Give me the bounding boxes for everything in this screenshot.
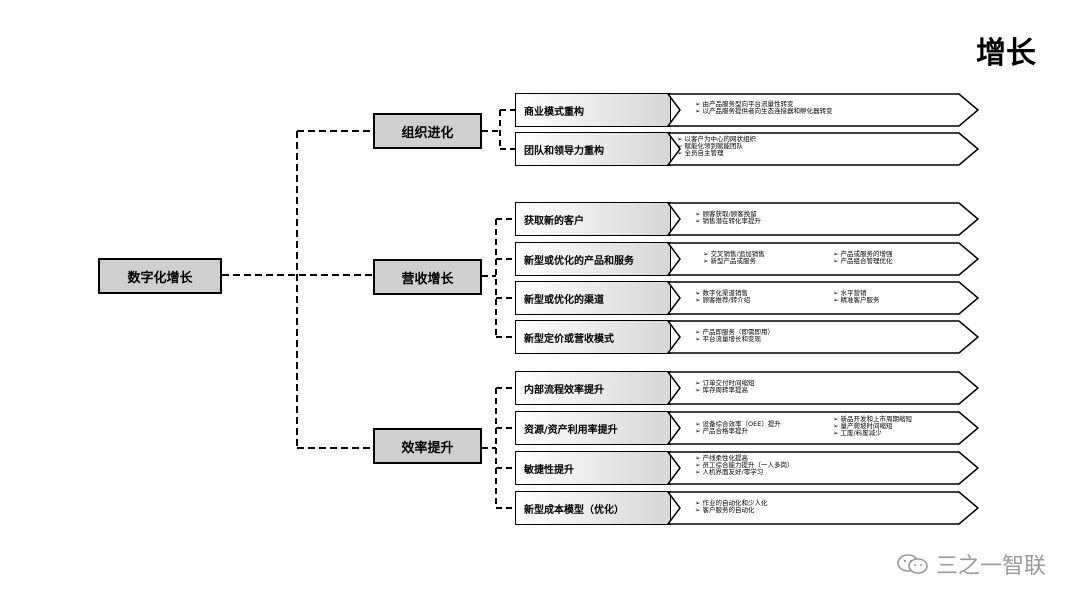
page-title: 增长 xyxy=(976,36,1036,71)
watermark: 三之一智联 xyxy=(896,548,1046,580)
detail-item: 数字化渠道销售 xyxy=(695,290,750,297)
detail-list: 交叉销售/追加销售 新型产品或服务 xyxy=(703,251,765,265)
detail-item: 平台流量增长和变现 xyxy=(695,336,774,343)
level1-node-org: 组织进化 xyxy=(373,113,482,149)
wechat-icon xyxy=(896,553,930,575)
detail-list: 水平营销 精准客户服务 xyxy=(833,290,880,304)
detail-list: 以客户为中心的网状组织 赋能化领到赋能团队 全员自主管理 xyxy=(677,136,757,157)
detail-item: 全员自主管理 xyxy=(677,150,756,157)
level1-node-revenue: 营收增长 xyxy=(373,259,482,295)
level2-node-business-model: 商业模式重构 xyxy=(515,93,671,127)
level2-node-pricing: 新型定价或营收模式 xyxy=(515,320,671,354)
detail-list: 数字化渠道销售 顾客推荐/转介绍 xyxy=(695,290,751,304)
detail-item: 设备综合效率（OEE）提升 xyxy=(695,421,781,428)
detail-item: 新品开发和上市周期缩短 xyxy=(833,416,913,423)
level2-node-agility: 敏捷性提升 xyxy=(515,451,671,485)
level2-node-process: 内部流程效率提升 xyxy=(515,371,671,405)
detail-item: 销售潜在转化率提升 xyxy=(695,218,762,225)
level2-node-assets: 资源/资产利用率提升 xyxy=(515,411,671,445)
detail-item: 产线柔性化提高 xyxy=(695,455,794,462)
detail-item: 客户服务的自动化 xyxy=(695,507,768,514)
level2-node-channels: 新型或优化的渠道 xyxy=(515,281,671,315)
detail-item: 产品组合管理优化 xyxy=(833,258,893,265)
detail-item: 量产爬坡时间缩短 xyxy=(833,423,912,430)
level1-node-efficiency: 效率提升 xyxy=(373,428,482,464)
level2-node-new-customers: 获取新的客户 xyxy=(515,202,671,236)
detail-item: 订单交付时间缩短 xyxy=(695,380,755,387)
detail-item: 库存周转率提高 xyxy=(695,387,755,394)
detail-list: 产线柔性化提高 员工综合能力提升（一人多岗） 人机界面友好/零学习 xyxy=(695,455,794,476)
root-node: 数字化增长 xyxy=(98,258,222,294)
level2-node-products: 新型或优化的产品和服务 xyxy=(515,242,671,276)
detail-item: 由产品服务型向平台流量性转变 xyxy=(695,101,833,108)
detail-list: 由产品服务型向平台流量性转变 以产品服务提供者向生态连接器和孵化器转变 xyxy=(695,101,833,115)
detail-list: 新品开发和上市周期缩短 量产爬坡时间缩短 工废/料废减少 xyxy=(833,416,913,437)
detail-item: 赋能化领到赋能团队 xyxy=(677,143,756,150)
detail-item: 以产品服务提供者向生态连接器和孵化器转变 xyxy=(695,108,833,115)
level2-node-cost-model: 新型成本模型（优化） xyxy=(515,491,671,525)
detail-list: 作业的自动化和少人化 客户服务的自动化 xyxy=(695,500,768,514)
detail-item: 人机界面友好/零学习 xyxy=(695,469,794,476)
detail-item: 顾客推荐/转介绍 xyxy=(695,297,751,304)
detail-item: 顾客获取/顾客挽留 xyxy=(695,211,761,218)
detail-list: 产品或服务的增强 产品组合管理优化 xyxy=(833,251,893,265)
detail-list: 设备综合效率（OEE）提升 产品合格率提升 xyxy=(695,421,781,435)
detail-item: 以客户为中心的网状组织 xyxy=(677,136,757,143)
detail-item: 作业的自动化和少人化 xyxy=(695,500,768,507)
detail-list: 顾客获取/顾客挽留 销售潜在转化率提升 xyxy=(695,211,762,225)
detail-item: 产品合格率提升 xyxy=(695,428,781,435)
detail-item: 新型产品或服务 xyxy=(703,258,765,265)
detail-item: 交叉销售/追加销售 xyxy=(703,251,765,258)
detail-item: 精准客户服务 xyxy=(833,297,880,304)
detail-item: 水平营销 xyxy=(833,290,880,297)
detail-item: 产品或服务的增强 xyxy=(833,251,893,258)
detail-item: 产品即服务（即需即用） xyxy=(695,329,775,336)
detail-list: 产品即服务（即需即用） 平台流量增长和变现 xyxy=(695,329,775,343)
detail-item: 工废/料废减少 xyxy=(833,430,912,437)
detail-item: 员工综合能力提升（一人多岗） xyxy=(695,462,794,469)
level2-node-team: 团队和领导力重构 xyxy=(515,132,671,166)
detail-list: 订单交付时间缩短 库存周转率提高 xyxy=(695,380,755,394)
watermark-text: 三之一智联 xyxy=(935,554,1046,579)
